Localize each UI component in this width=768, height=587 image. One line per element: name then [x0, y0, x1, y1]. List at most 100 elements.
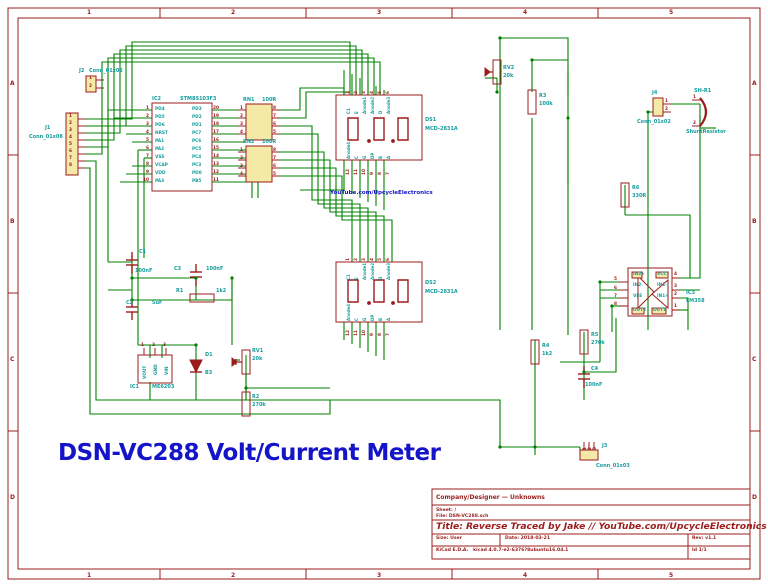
ic1-value-label: ME6203: [152, 384, 175, 390]
ds1-topnum-5: 5: [378, 91, 383, 94]
ic2-left-pin-1: PD4: [155, 107, 165, 112]
ds1-ref-label: DS1: [425, 117, 437, 123]
ds1-top-pin-6: Anode3: [386, 96, 391, 114]
ds1-bot-pin-8: B: [378, 155, 383, 159]
rn1-symbol: [238, 103, 280, 141]
rv1-ref-label: RV1: [252, 348, 264, 354]
ds1-top-pin-4: Anode2: [370, 96, 375, 114]
title-block-frame: [431, 488, 751, 560]
rn2-pin-3: 3: [240, 164, 243, 169]
ic2-right-pin-17: PC7: [192, 131, 202, 136]
border-col-4-bottom: 4: [523, 572, 528, 579]
c2-ref-label: C2: [126, 300, 134, 306]
d1-value-label: B3: [205, 370, 213, 376]
ic3-right-pin-in1n: IN1-: [657, 283, 667, 288]
ic2-pinnum-18: 18: [213, 122, 219, 127]
titleblock-date: Date: 2018-03-21: [505, 536, 551, 541]
ds2-top-pin-1: C1: [346, 274, 351, 280]
ic1-pin-name-vin: VIN: [165, 366, 170, 375]
ic2-pinnum-14: 14: [213, 154, 219, 159]
ds1-bot-pin-12: Anode4: [346, 141, 351, 159]
ds1-botnum-10: 10: [362, 169, 367, 175]
ds1-value-label: MCD-2831A: [425, 126, 458, 132]
ic2-pinnum-13: 13: [213, 162, 219, 167]
ic2-ref-label: IC2: [152, 96, 162, 102]
titleblock-size: Size: User: [436, 536, 462, 541]
ic2-value-label: STM8S103F3: [180, 96, 217, 102]
border-row-b-right: B: [752, 218, 757, 225]
ic2-right-pin-20: PD3: [192, 107, 202, 112]
ic2-left-pin-5: PA1: [155, 139, 165, 144]
r3-value-label: 100k: [539, 101, 553, 107]
rn1-pin-7: 7: [273, 114, 276, 119]
ic2-right-pin-16: PC6: [192, 139, 202, 144]
connector-j4-symbol: [652, 97, 671, 117]
ic3-pinnum-4: 4: [674, 272, 677, 277]
ic1-ref-label: IC1: [130, 384, 140, 390]
ds1-top-pin-3: Anode1: [362, 96, 367, 114]
ds2-top-pin-2: E: [354, 277, 359, 280]
r4-value-label: 1k2: [542, 351, 553, 357]
url-note: YouTube.com/UpcycleElectronics: [330, 190, 433, 196]
ds2-bot-pin-8: B: [378, 317, 383, 321]
ic2-pinnum-20: 20: [213, 106, 219, 111]
ic2-pinnum-8: 8: [146, 162, 149, 167]
rn1-pin-8: 8: [273, 106, 276, 111]
r6-ref-label: R6: [632, 185, 640, 191]
shunt-value-label: ShuntResistor: [686, 129, 726, 135]
c4-ref-label: C4: [591, 366, 599, 372]
rv1-symbol: [231, 349, 251, 375]
ic3-pinnum-1: 1: [674, 304, 677, 309]
component-symbols: [65, 59, 751, 560]
ic3-pinnum-2: 2: [674, 292, 677, 297]
j3-ref-label: J3: [602, 443, 608, 449]
border-col-5-bottom: 5: [669, 572, 674, 579]
titleblock-kicad: KiCad E.D.A. kicad 4.0.7-e2-6376?8ubuntu…: [436, 548, 569, 553]
c3-value-label: 100nF: [206, 266, 224, 272]
ds1-top-pin-5: D: [378, 110, 383, 114]
titleblock-file: File: DSN-VC288.sch: [436, 514, 489, 519]
ic2-left-pin-10: PA3: [155, 179, 165, 184]
r6-value-label: 330R: [632, 193, 647, 199]
ds1-topnum-3: 3: [362, 91, 367, 94]
border-row-d: D: [10, 494, 15, 501]
ic1-pinnum-3: 3: [163, 343, 166, 348]
border-col-1: 1: [87, 9, 92, 16]
ic3-left-pin-in2n: IN2-: [633, 283, 643, 288]
rv2-value-label: 20k: [503, 73, 514, 79]
j1-pin-1: 1: [69, 114, 72, 119]
ic3-pinnum-8: 8: [614, 302, 617, 307]
ic2-left-pin-9: VDD: [155, 171, 166, 176]
ic2-right-pin-14: PC4: [192, 155, 202, 160]
rn2-pin-8: 8: [273, 148, 276, 153]
ic2-pinnum-1: 1: [146, 106, 149, 111]
r5-symbol: [579, 329, 589, 355]
titleblock-title: Title: Reverse Traced by Jake // YouTube…: [436, 521, 767, 532]
ds1-bot-pin-10: G: [362, 155, 367, 159]
ic3-pinnum-5: 5: [614, 277, 617, 282]
r3-ref-label: R3: [539, 93, 547, 99]
border-col-5: 5: [669, 9, 674, 16]
c3-symbol: [190, 264, 202, 286]
ds1-botnum-7: 7: [386, 172, 391, 175]
r6-symbol: [620, 182, 630, 208]
ic2-left-pin-2: PD5: [155, 115, 165, 120]
ic2-pinnum-10: 10: [143, 178, 149, 183]
ds2-topnum-4: 4: [370, 258, 375, 261]
ds2-top-pin-4: Anode2: [370, 262, 375, 280]
ic2-pinnum-5: 5: [146, 138, 149, 143]
ic1-pin-name-vout: VOUT: [143, 365, 148, 379]
ic2-symbol: [151, 102, 213, 192]
j3-pin-3: 3: [593, 447, 598, 450]
j2-value-label: Conn_01x02: [89, 68, 123, 74]
ic3-pinnum-7: 7: [614, 294, 617, 299]
border-col-3-bottom: 3: [377, 572, 382, 579]
j1-value-label: Conn_01x08: [29, 134, 63, 140]
j4-pin-2: 2: [665, 107, 668, 112]
r2-value-label: 270k: [252, 402, 266, 408]
ic2-pinnum-12: 12: [213, 170, 219, 175]
ic3-left-pin-in2p: IN2+: [633, 272, 645, 277]
ds2-topnum-5: 5: [378, 258, 383, 261]
border-row-c: C: [10, 356, 15, 363]
titleblock-company: Company/Designer — Unknowns: [436, 494, 545, 501]
